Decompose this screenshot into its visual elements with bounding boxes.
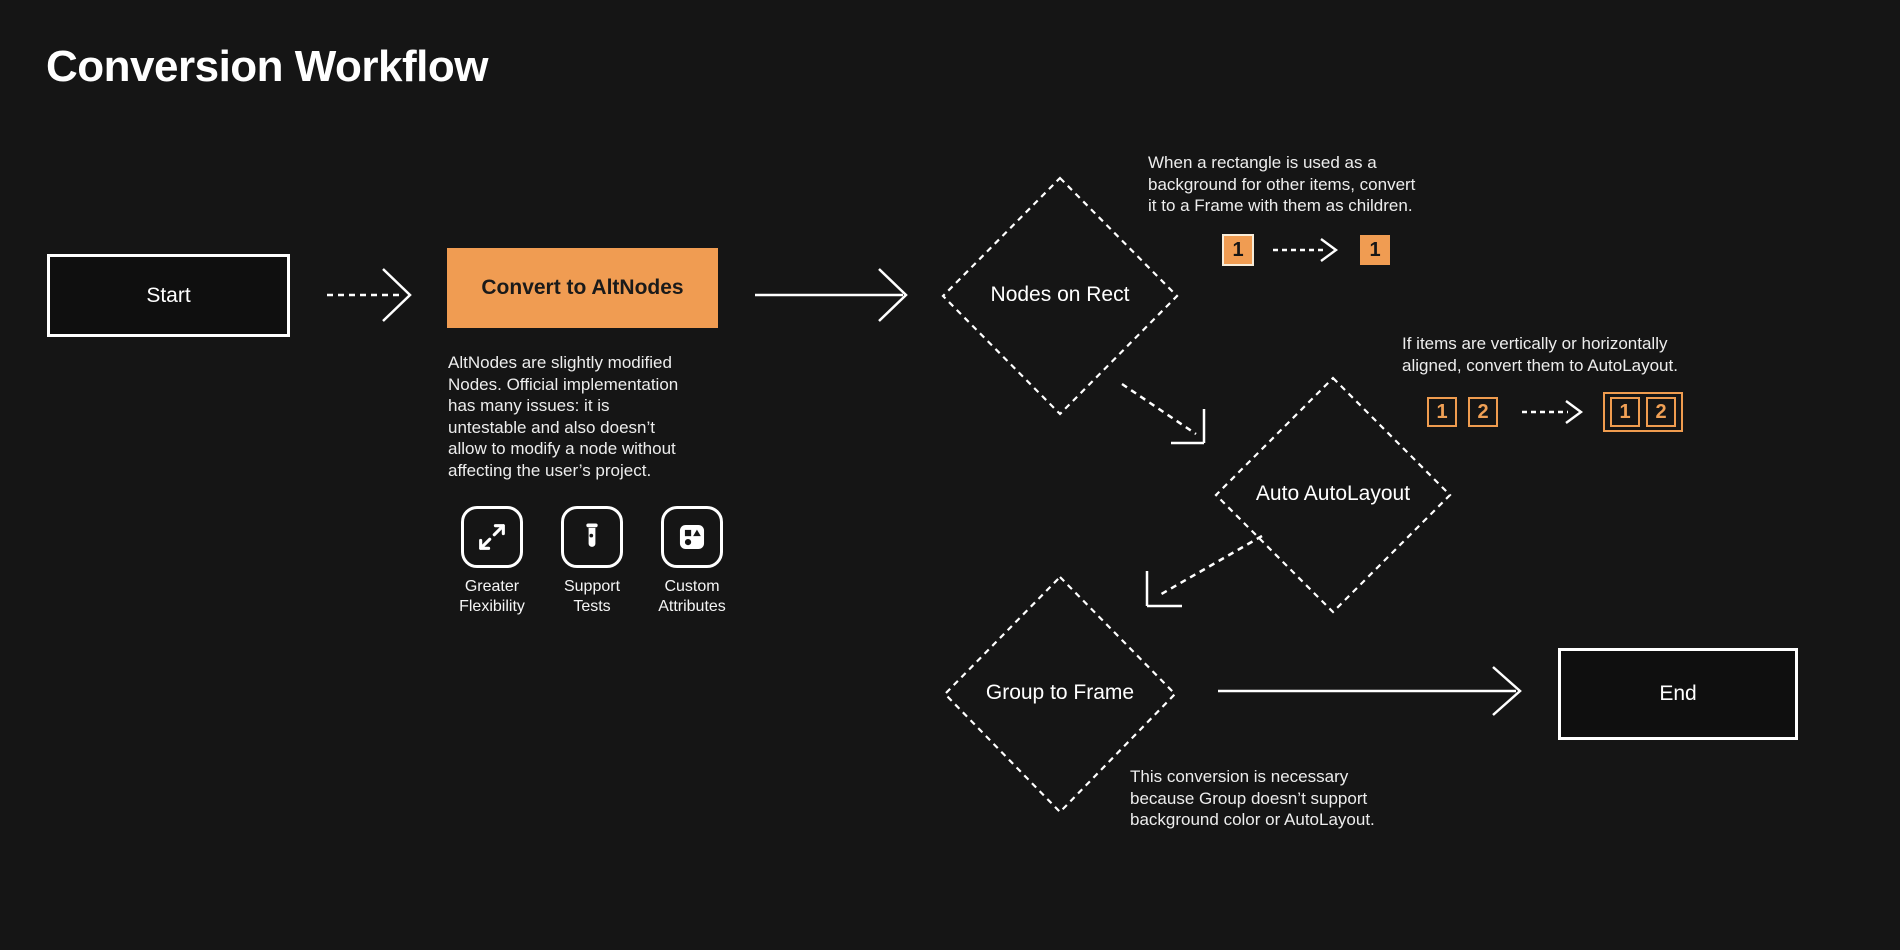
- item-box-2: 2: [1646, 397, 1676, 427]
- annotation-group-frame-text: This conversion is necessary because Gro…: [1130, 767, 1375, 830]
- frame-item-box: 1: [1360, 235, 1390, 265]
- item-box-1: 1: [1427, 397, 1457, 427]
- arrow-nodesonrect-to-autolayout: [1121, 382, 1206, 445]
- feature-custom-attributes: Custom Attributes: [648, 506, 736, 617]
- feature-label: Custom Attributes: [658, 578, 726, 615]
- item-box-2: 2: [1468, 397, 1498, 427]
- shapes-icon: [661, 506, 723, 568]
- autolayout-frame-box: 1 2: [1603, 392, 1683, 432]
- annotation-rect-to-frame-example: 1 1: [1222, 234, 1390, 266]
- feature-label: Support Tests: [563, 578, 621, 615]
- feature-greater-flexibility: Greater Flexibility: [448, 506, 536, 617]
- annotation-autolayout-example: 1 2 1 2: [1427, 392, 1683, 432]
- arrow-autolayout-to-grouptoframe: [1145, 534, 1263, 608]
- node-nodes-on-rect-label: Nodes on Rect: [990, 283, 1130, 306]
- arrow-convert-to-nodesonrect: [755, 268, 908, 322]
- node-start: Start: [47, 254, 290, 337]
- feature-label: Greater Flexibility: [459, 578, 525, 615]
- node-end-label: End: [1659, 682, 1697, 705]
- node-group-to-frame-label: Group to Frame: [985, 681, 1135, 704]
- node-auto-autolayout-label: Auto AutoLayout: [1255, 482, 1411, 505]
- node-start-label: Start: [146, 283, 191, 307]
- item-box-1: 1: [1610, 397, 1640, 427]
- node-convert-to-altnodes: Convert to AltNodes: [447, 248, 718, 328]
- test-tube-icon: [561, 506, 623, 568]
- node-end: End: [1558, 648, 1798, 740]
- rect-item-box: 1: [1222, 234, 1254, 266]
- dashed-arrow-icon: [1273, 238, 1339, 262]
- annotation-autolayout-text: If items are vertically or horizontally …: [1402, 334, 1678, 375]
- annotation-rect-to-frame-text: When a rectangle is used as a background…: [1148, 153, 1416, 216]
- page-title: Conversion Workflow: [46, 42, 488, 91]
- node-convert-label: Convert to AltNodes: [481, 276, 684, 299]
- arrow-start-to-convert: [327, 268, 412, 322]
- arrow-grouptoframe-to-end: [1218, 666, 1522, 716]
- altnodes-description: AltNodes are slightly modified Nodes. Of…: [448, 353, 679, 480]
- expand-arrows-icon: [461, 506, 523, 568]
- altnodes-features: Greater Flexibility Support Tests: [448, 506, 736, 617]
- feature-support-tests: Support Tests: [548, 506, 636, 617]
- dashed-arrow-icon: [1522, 400, 1584, 424]
